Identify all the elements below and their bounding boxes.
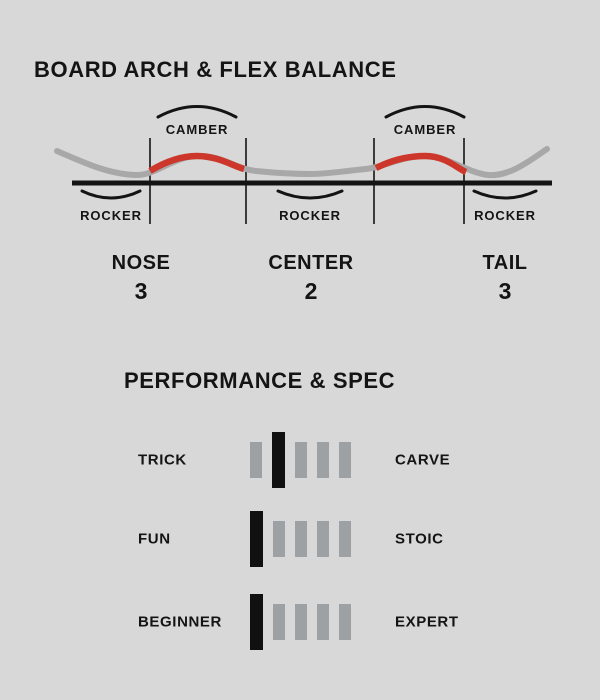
rating-indicator-bar	[272, 432, 285, 488]
camber-arc-icon	[384, 105, 466, 119]
zone-nose: NOSE 3	[112, 252, 171, 305]
board-profile-curve	[54, 146, 550, 179]
rocker-label: ROCKER	[474, 208, 536, 223]
camber-label: CAMBER	[393, 122, 457, 137]
rating-bar	[339, 442, 351, 478]
scale-left-label: BEGINNER	[138, 613, 222, 631]
nose-camber-flex-segment	[148, 152, 245, 174]
performance-section-title: PERFORMANCE & SPEC	[124, 368, 396, 393]
rating-indicator-bar	[250, 511, 263, 567]
rocker-arc-icon	[472, 189, 538, 200]
rating-bar	[339, 604, 351, 640]
camber-label: CAMBER	[165, 122, 229, 137]
scale-row-trick-carve: TRICK CARVE	[0, 432, 600, 488]
rating-bar	[295, 442, 307, 478]
zone-name: CENTER	[268, 252, 354, 274]
zone-name: TAIL	[482, 252, 528, 274]
zone-flex-value: 3	[134, 278, 148, 304]
scale-right-label: EXPERT	[395, 613, 459, 631]
scale-left-label: FUN	[138, 530, 171, 548]
zone-flex-value: 2	[304, 278, 318, 304]
scale-row-fun-stoic: FUN STOIC	[0, 511, 600, 567]
scale-left-label: TRICK	[138, 451, 187, 469]
board-profile-diagram: CAMBER CAMBER ROCKER ROCKER ROCKER	[0, 95, 600, 245]
rating-bar	[273, 604, 285, 640]
rocker-label: ROCKER	[80, 208, 142, 223]
rocker-arc-icon	[276, 189, 344, 200]
tail-camber-flex-segment	[374, 152, 468, 175]
arch-section-title: BOARD ARCH & FLEX BALANCE	[34, 57, 397, 82]
zone-name: NOSE	[111, 252, 171, 274]
rating-bar	[317, 521, 329, 557]
rating-bar	[273, 521, 285, 557]
rating-bar	[250, 442, 262, 478]
zone-center: CENTER 2	[268, 252, 353, 305]
rating-indicator-bar	[250, 594, 263, 650]
rocker-arc-icon	[80, 189, 142, 200]
zone-tail: TAIL 3	[483, 252, 528, 305]
scale-right-label: CARVE	[395, 451, 451, 469]
board-profile-svg	[54, 105, 552, 224]
rating-bars	[250, 432, 351, 488]
rating-bar	[295, 521, 307, 557]
zone-flex-value: 3	[498, 278, 512, 304]
scale-row-beginner-expert: BEGINNER EXPERT	[0, 594, 600, 650]
flex-zones: NOSE 3 CENTER 2 TAIL 3	[0, 252, 600, 327]
rocker-label: ROCKER	[279, 208, 341, 223]
camber-arc-icon	[156, 105, 238, 119]
rating-bar	[295, 604, 307, 640]
rating-bars	[250, 511, 351, 567]
rating-bars	[250, 594, 351, 650]
rating-bar	[317, 604, 329, 640]
rating-bar	[317, 442, 329, 478]
rating-bar	[339, 521, 351, 557]
scale-right-label: STOIC	[395, 530, 444, 548]
